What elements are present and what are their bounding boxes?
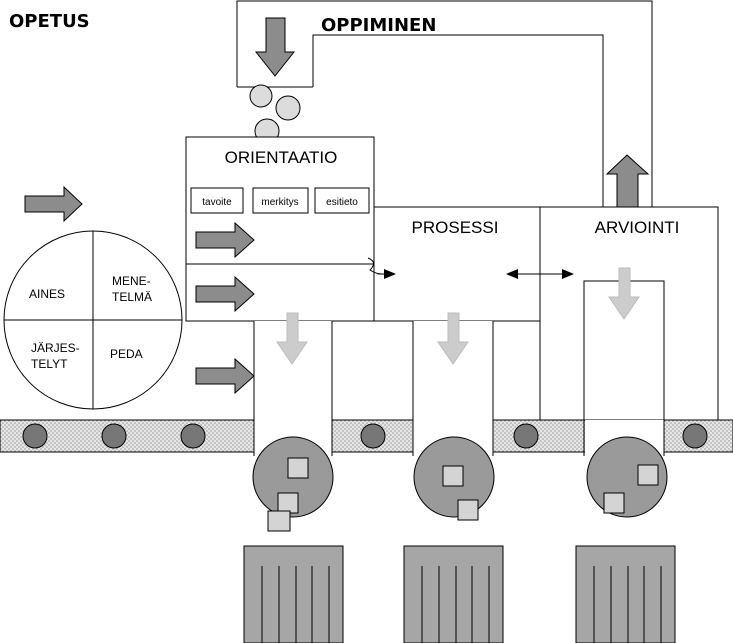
right-arrow-icon — [195, 275, 255, 313]
feedback-loop-frame — [236, 0, 653, 207]
content-block — [277, 492, 299, 514]
double-arrow-icon — [562, 269, 574, 279]
belt-roller — [180, 423, 206, 449]
prosessi-box — [373, 206, 541, 322]
orientaatio-label: ORIENTAATIO — [225, 148, 338, 167]
content-block — [603, 492, 625, 514]
belt-roller — [22, 423, 48, 449]
double-arrow-icon — [506, 269, 518, 279]
esitieto-label: esitieto — [326, 197, 358, 208]
content-block — [442, 465, 464, 487]
belt-roller — [101, 423, 127, 449]
jarjestelyt-label-2: TELYT — [31, 357, 68, 371]
content-block — [267, 510, 291, 532]
merkitys-label: merkitys — [261, 197, 298, 208]
jarjestelyt-label-1: JÄRJES- — [31, 341, 80, 355]
menetelma-label-2: TELMÄ — [112, 290, 152, 304]
right-arrow-icon — [384, 269, 396, 279]
content-block — [287, 457, 309, 479]
right-arrow-icon — [24, 185, 83, 223]
arviointi-label: ARVIOINTI — [595, 218, 680, 237]
down-arrow-icon — [608, 267, 640, 320]
opetus-title: OPETUS — [9, 11, 90, 32]
down-arrow-icon — [437, 312, 469, 365]
down-arrow-icon — [254, 17, 296, 77]
output-crate — [403, 545, 504, 643]
merkitys-box — [252, 187, 309, 214]
esitieto-box — [314, 187, 370, 214]
menetelma-label-1: MENE- — [112, 274, 151, 288]
peda-label: PEDA — [110, 347, 143, 361]
oppiminen-title: OPPIMINEN — [321, 15, 436, 36]
learning-ball — [249, 84, 273, 108]
arviointi-box — [539, 206, 719, 421]
learning-ball — [275, 95, 301, 121]
aines-label: AINES — [29, 287, 65, 301]
up-arrow-icon — [605, 154, 650, 208]
right-arrow-icon — [195, 221, 255, 259]
output-crate — [243, 545, 344, 643]
belt-roller — [360, 423, 386, 449]
tavoite-label: tavoite — [202, 197, 232, 208]
down-arrow-icon — [276, 312, 308, 365]
belt-roller — [513, 423, 539, 449]
right-arrow-icon — [195, 357, 255, 395]
prosessi-label: PROSESSI — [412, 218, 499, 237]
feedback-loop-inner — [312, 34, 604, 207]
belt-roller — [682, 423, 708, 449]
output-crate — [575, 545, 676, 643]
tavoite-box — [190, 187, 244, 214]
content-block — [457, 499, 479, 521]
content-block — [637, 464, 659, 486]
